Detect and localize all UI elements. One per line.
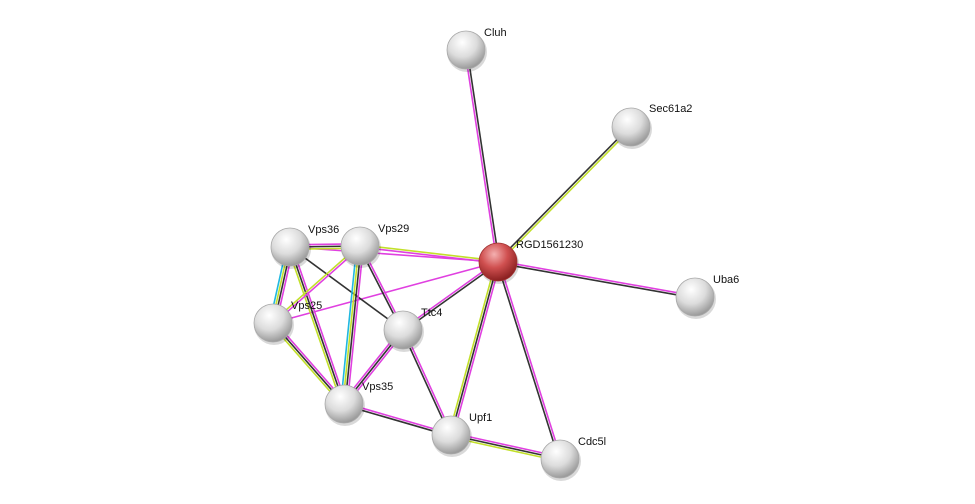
node-circle[interactable] <box>675 277 715 317</box>
node-Cdc5l[interactable]: Cdc5l <box>540 436 606 481</box>
node-Uba6[interactable]: Uba6 <box>675 274 739 319</box>
node-Vps29[interactable]: Vps29 <box>340 223 409 268</box>
node-label: Vps29 <box>378 223 409 235</box>
edge-line-coexpression <box>403 262 500 332</box>
node-Vps36[interactable]: Vps36 <box>270 224 339 269</box>
node-circle[interactable] <box>446 30 486 70</box>
edge-line-experiments <box>346 246 365 405</box>
edge-RGD1561230-Upf1[interactable] <box>448 261 501 436</box>
edge-line-experiments <box>498 261 562 459</box>
node-circle[interactable] <box>253 303 293 343</box>
edge-line-coexpression <box>496 125 631 262</box>
node-Ttc4[interactable]: Ttc4 <box>383 307 442 352</box>
edge-line-experiments <box>498 260 696 297</box>
edge-RGD1561230-Sec61a2[interactable] <box>496 125 633 264</box>
edge-line-textmining <box>342 245 360 404</box>
node-label: Uba6 <box>713 274 739 286</box>
edge-line-coexpression <box>289 246 345 405</box>
node-label: Cdc5l <box>578 436 606 448</box>
edge-RGD1561230-Cdc5l[interactable] <box>496 261 562 460</box>
node-circle[interactable] <box>270 227 310 267</box>
node-circle[interactable] <box>611 107 651 147</box>
node-Sec61a2[interactable]: Sec61a2 <box>611 103 692 149</box>
edge-line-coexpression <box>344 246 362 405</box>
edge-line-textmining <box>448 261 497 435</box>
node-RGD1561230[interactable]: RGD1561230 <box>478 239 583 284</box>
node-label: Vps25 <box>291 300 322 312</box>
node-label: Vps35 <box>362 381 393 393</box>
edge-RGD1561230-Ttc4[interactable] <box>401 260 500 332</box>
node-circle[interactable] <box>383 310 423 350</box>
edge-line-coexpression <box>289 246 404 331</box>
edge-line-coexpression <box>497 262 695 299</box>
edge-Vps36-Ttc4[interactable] <box>289 246 404 331</box>
edge-Vps29-Vps35[interactable] <box>339 245 365 405</box>
node-label: RGD1561230 <box>516 239 583 251</box>
node-label: Sec61a2 <box>649 103 692 115</box>
edge-line-databases <box>339 245 358 404</box>
node-circle[interactable] <box>431 415 471 455</box>
node-label: Vps36 <box>308 224 339 236</box>
edge-line-experiments <box>291 246 347 404</box>
edge-line-textmining <box>287 247 343 405</box>
node-Cluh[interactable]: Cluh <box>446 27 507 72</box>
edge-line-experiments <box>401 260 498 330</box>
edge-line-experiments <box>452 262 501 436</box>
edge-line-coexpression <box>466 49 500 262</box>
edge-line-textmining <box>360 244 499 262</box>
node-circle[interactable] <box>540 439 580 479</box>
node-Upf1[interactable]: Upf1 <box>431 412 492 457</box>
edge-RGD1561230-Uba6[interactable] <box>497 260 696 299</box>
node-label: Cluh <box>484 27 507 39</box>
edge-line-experiments <box>464 50 498 263</box>
edge-RGD1561230-Cluh[interactable] <box>464 49 500 263</box>
node-label: Ttc4 <box>421 307 442 319</box>
node-circle[interactable] <box>340 226 380 266</box>
edge-Vps36-Vps35[interactable] <box>287 246 347 405</box>
node-circle[interactable] <box>324 384 364 424</box>
node-Vps25[interactable]: Vps25 <box>253 300 322 345</box>
edge-line-textmining <box>498 127 633 264</box>
node-label: Upf1 <box>469 412 492 424</box>
edge-line-coexpression <box>496 262 560 460</box>
node-circle[interactable] <box>478 242 518 282</box>
node-Vps35[interactable]: Vps35 <box>324 381 393 426</box>
edge-line-coexpression <box>450 261 499 436</box>
